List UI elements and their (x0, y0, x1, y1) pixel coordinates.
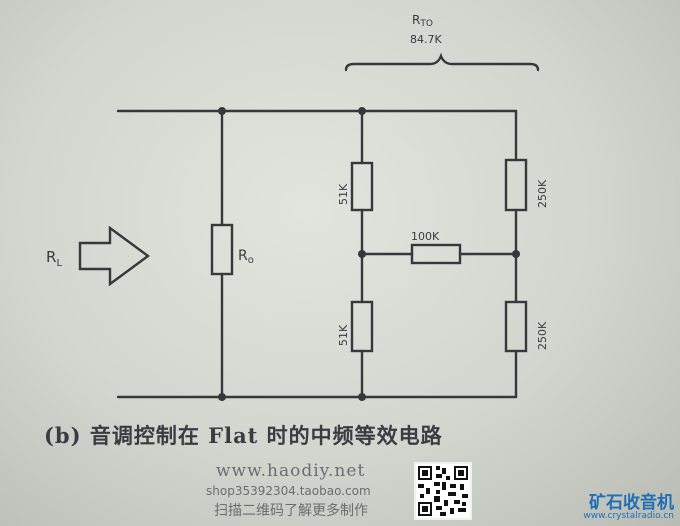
input-arrow-icon (78, 225, 151, 287)
junction-dot (218, 393, 226, 401)
rto-bracket (344, 52, 540, 72)
figure-caption: (b) 音调控制在 Flat 时的中频等效电路 (44, 423, 443, 448)
junction-dot (512, 250, 520, 258)
label-100k: 100K (411, 230, 440, 243)
junction-dot (218, 107, 226, 115)
junction-dot (358, 393, 366, 401)
brand-logo-text: 矿石收音机 (589, 493, 674, 513)
junction-dot (358, 250, 366, 258)
resistor-51k-bottom (350, 300, 374, 353)
rto-label: RTO (412, 13, 433, 29)
resistor-51k-top (350, 161, 374, 212)
rto-value: 84.7K (410, 33, 442, 46)
junction-dot (358, 107, 366, 115)
watermark-shop: shop35392304.taobao.com (206, 484, 371, 498)
watermark-site: www.haodiy.net (216, 461, 366, 481)
label-250k-bottom: 250K (536, 321, 549, 350)
label-51k-top: 51K (337, 183, 350, 205)
resistor-ro (210, 223, 234, 276)
watermark-slogan: 扫描二维码了解更多制作 (214, 503, 368, 519)
rl-label: RL (46, 248, 62, 269)
resistor-250k-top (504, 158, 528, 212)
brand-url: www.crystalradio.cn (583, 511, 674, 521)
resistor-250k-bottom (504, 300, 528, 353)
label-51k-bottom: 51K (337, 324, 350, 346)
qr-code-icon (414, 462, 472, 520)
resistor-100k (410, 243, 462, 265)
ro-label: Ro (238, 248, 254, 266)
label-250k-top: 250K (536, 179, 549, 208)
